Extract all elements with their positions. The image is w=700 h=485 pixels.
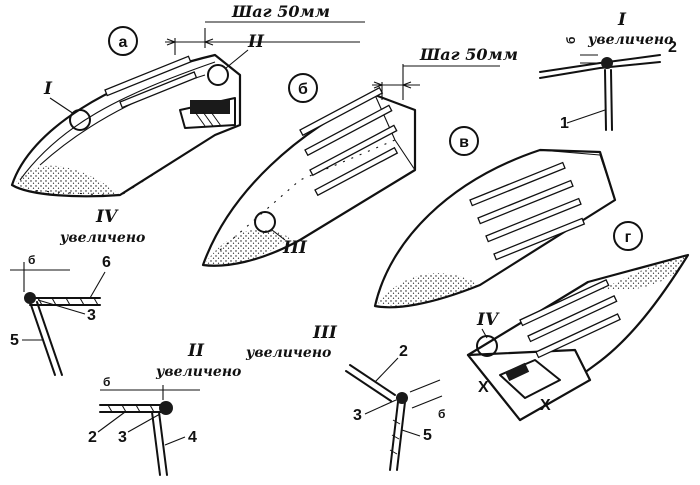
view-g-badge <box>613 221 643 251</box>
detail-III-dimension: б <box>438 407 445 421</box>
detail-I-enlarged: увеличено <box>587 32 673 48</box>
detail-III-part-5: 5 <box>423 427 432 444</box>
step-dimension-top <box>165 21 365 55</box>
detail-I-joint <box>539 54 661 131</box>
detail-II-part-3: 3 <box>118 429 127 446</box>
step-label-top: Шаг 50мм <box>231 2 330 21</box>
detail-II-part-2: 2 <box>88 429 97 446</box>
detail-I-part-2: 2 <box>668 39 677 56</box>
view-v-hull <box>373 148 617 309</box>
view-g-label: г <box>625 229 632 246</box>
detail-III-title: III <box>312 323 338 343</box>
detail-II-dimension: б <box>103 375 110 389</box>
detail-marker-II-view-a: II <box>247 32 265 52</box>
detail-III-joint <box>345 364 443 471</box>
view-v-label: в <box>459 134 469 151</box>
view-b-label: б <box>298 81 308 98</box>
view-b-badge <box>288 73 318 103</box>
detail-II-title: II <box>187 341 205 361</box>
detail-IV-part-5: 5 <box>10 332 19 349</box>
detail-I-title: I <box>617 10 627 30</box>
detail-I-dimension: б <box>564 37 578 44</box>
detail-IV-part-6: 6 <box>102 254 111 271</box>
detail-III-enlarged: увеличено <box>245 345 331 361</box>
view-a-hull <box>10 53 242 198</box>
detail-I-part-1: 1 <box>560 115 569 132</box>
detail-III-part-3: 3 <box>353 407 362 424</box>
detail-IV-joint <box>10 262 101 376</box>
view-a-badge <box>108 26 138 56</box>
svg-text:X: X <box>540 397 551 414</box>
detail-marker-I-view-a: I <box>43 79 53 99</box>
detail-IV-part-3: 3 <box>87 307 96 324</box>
svg-text:X: X <box>478 379 489 396</box>
detail-IV-enlarged: увеличено <box>59 230 145 246</box>
detail-marker-IV-view-g: IV <box>476 310 500 330</box>
view-a-label: а <box>119 34 128 51</box>
detail-IV-title: IV <box>95 207 119 227</box>
view-b-hull <box>201 86 417 267</box>
step-dimension-b <box>372 64 500 100</box>
detail-II-joint <box>99 385 200 476</box>
detail-marker-III-view-b: III <box>282 238 308 258</box>
view-g-hull: X X <box>466 253 690 422</box>
detail-II-part-4: 4 <box>188 429 197 446</box>
step-label-b: Шаг 50мм <box>419 45 518 64</box>
detail-III-part-2: 2 <box>399 343 408 360</box>
view-v-badge <box>449 126 479 156</box>
detail-II-enlarged: увеличено <box>155 364 241 380</box>
detail-IV-dimension: б <box>28 253 35 267</box>
